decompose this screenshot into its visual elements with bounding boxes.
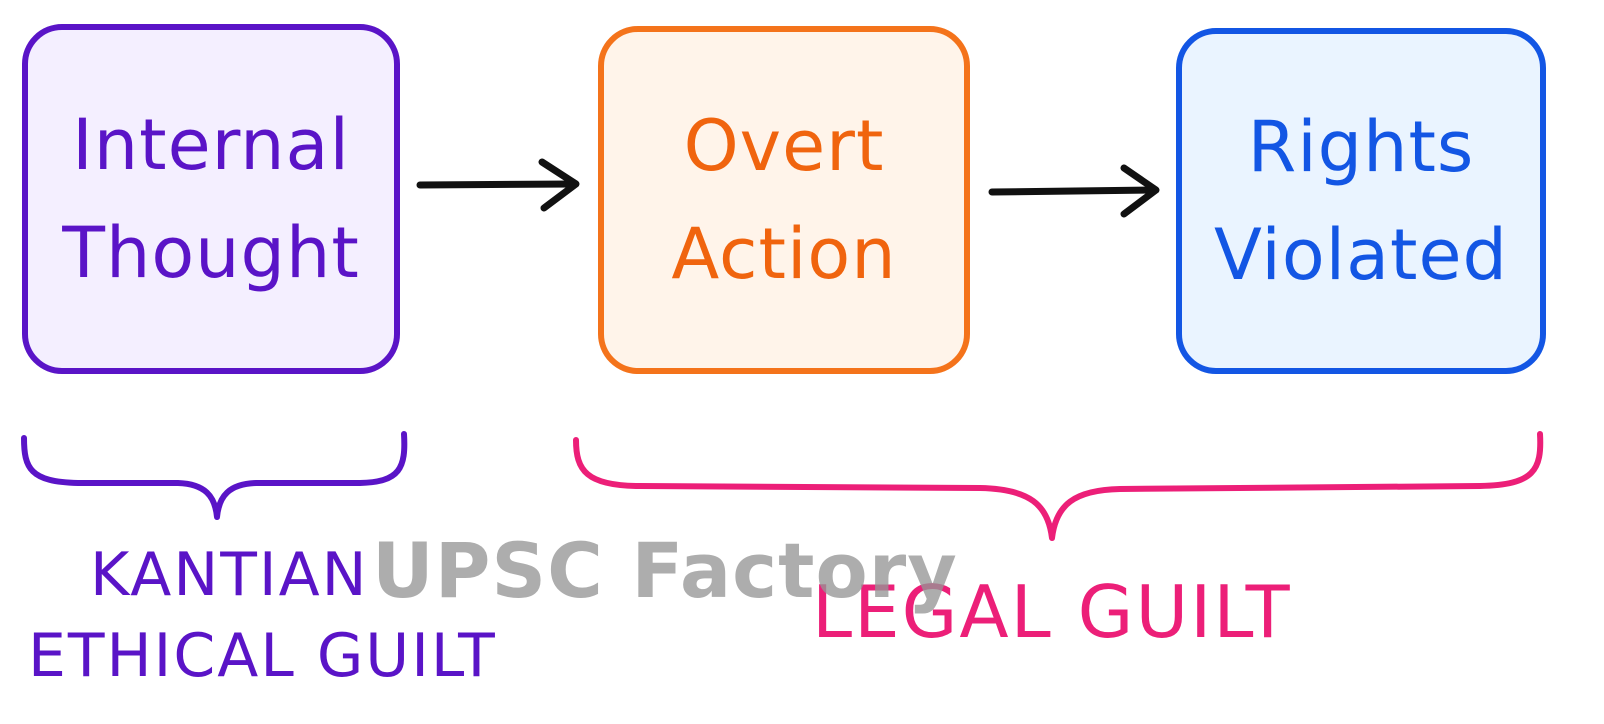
node-overt-action: Overt Action	[598, 26, 970, 374]
node-overt-action-line1: Overt	[683, 104, 885, 187]
arrow-thought-to-action	[416, 158, 580, 212]
node-overt-action-line2: Action	[671, 213, 897, 295]
node-rights-violated-line1: Rights	[1247, 105, 1475, 188]
node-internal-thought-line2: Thought	[62, 212, 360, 294]
group-label-kantian: KANTIAN ETHICAL GUILT	[28, 535, 497, 697]
group-label-legal: LEGAL GUILT	[812, 570, 1292, 654]
node-internal-thought-label: Internal Thought	[62, 91, 360, 308]
group-label-kantian-line2: ETHICAL GUILT	[28, 621, 497, 691]
node-rights-violated-label: Rights Violated	[1214, 93, 1508, 310]
node-internal-thought: Internal Thought	[22, 24, 400, 374]
node-overt-action-label: Overt Action	[671, 92, 896, 309]
node-rights-violated-line2: Violated	[1214, 214, 1508, 296]
group-label-kantian-line1: KANTIAN	[90, 540, 369, 610]
brace-legal	[573, 431, 1544, 541]
brace-kantian	[21, 431, 408, 520]
arrow-action-to-rights	[988, 164, 1160, 218]
watermark-text: UPSC Factory	[372, 526, 958, 615]
node-rights-violated: Rights Violated	[1176, 28, 1546, 374]
node-internal-thought-line1: Internal	[72, 103, 350, 186]
